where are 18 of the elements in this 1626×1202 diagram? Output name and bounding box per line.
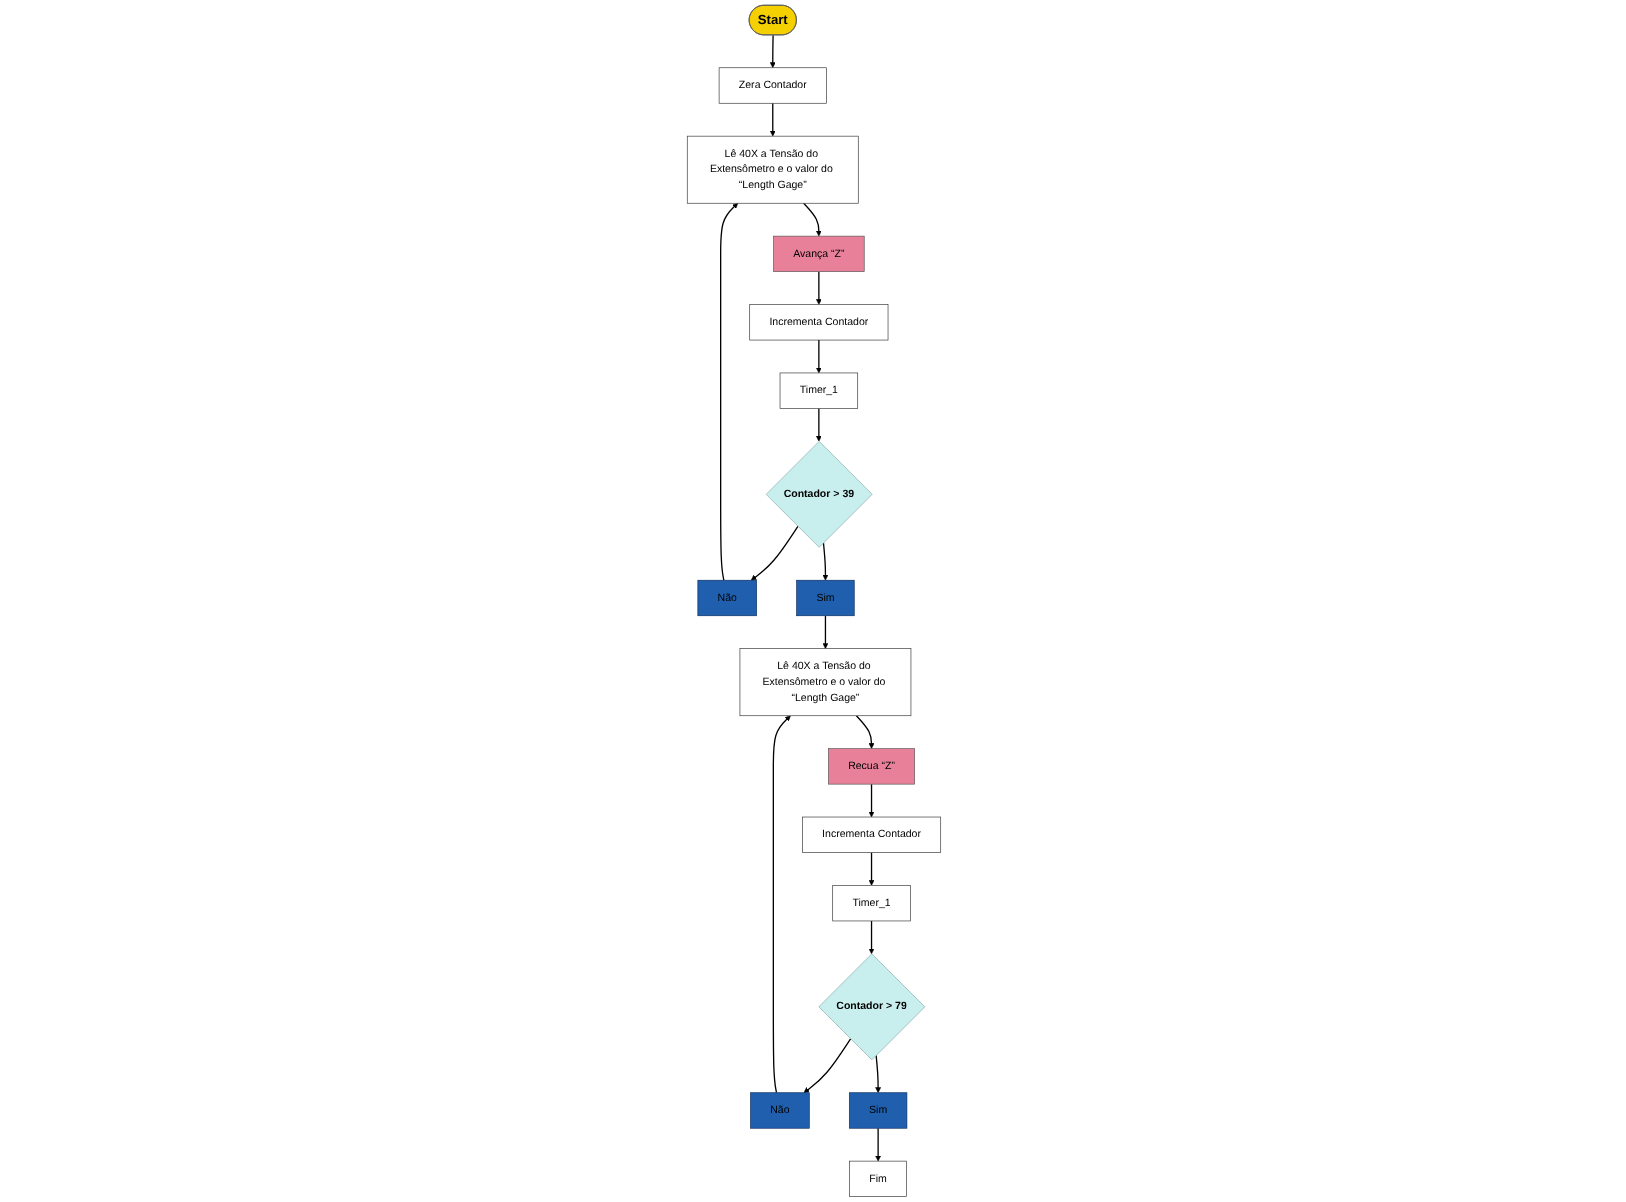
- arrow: [821, 542, 828, 581]
- arrow: [867, 851, 874, 886]
- arrow: [802, 1038, 851, 1093]
- arrow: [874, 1127, 880, 1162]
- arrow: [814, 271, 821, 305]
- arrow: [814, 339, 821, 374]
- arrow: [771, 715, 790, 1094]
- arrow: [867, 920, 874, 955]
- arrow: [814, 407, 821, 442]
- arrow: [821, 615, 828, 649]
- arrow: [854, 715, 874, 749]
- arrow: [768, 102, 775, 137]
- arrow: [719, 203, 738, 581]
- arrow: [874, 1054, 880, 1093]
- arrow: [749, 525, 798, 581]
- arrow: [867, 783, 874, 818]
- arrow: [802, 202, 821, 237]
- arrow: [768, 34, 775, 69]
